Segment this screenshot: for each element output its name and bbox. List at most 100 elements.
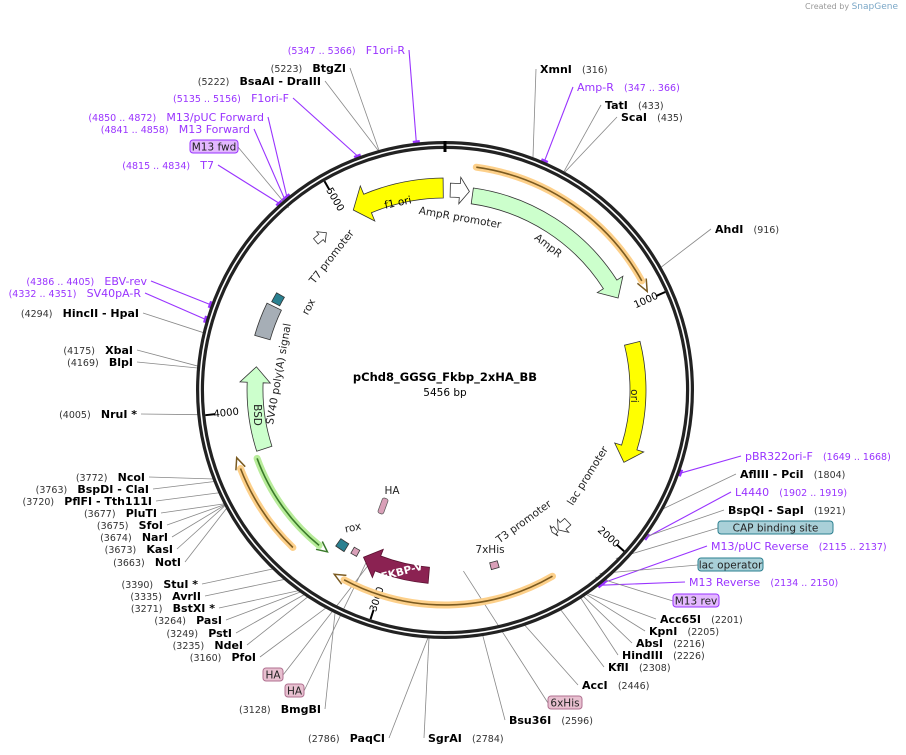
primer-label[interactable]: M13/pUC Reverse (2115 .. 2137) [711, 535, 887, 554]
feature-label: AmpR promoter [418, 205, 503, 231]
restriction-site-label[interactable]: (3249) PstI [166, 622, 232, 641]
restriction-site-label[interactable]: (3663) NotI [113, 551, 181, 570]
restriction-site-label[interactable]: (3235) NdeI [173, 634, 243, 653]
restriction-site-label[interactable]: KflI (2308) [608, 656, 671, 675]
site-position: (4169) [67, 358, 99, 369]
site-position: (347 .. 366) [624, 83, 680, 94]
spacer [608, 674, 618, 693]
feature-box[interactable] [697, 557, 764, 572]
feature-t3-promoter[interactable] [549, 525, 559, 537]
primer-label[interactable]: pBR322ori-F (1649 .. 1668) [745, 445, 891, 464]
restriction-site-label[interactable]: (2786) PaqCI [308, 727, 385, 746]
site-leader-line [579, 596, 619, 656]
feature-box-label: lac operator [699, 560, 763, 572]
restriction-site-label[interactable]: (4169) BlpI [67, 351, 133, 370]
feature-bsd[interactable] [239, 366, 273, 452]
restriction-site-label[interactable]: (3763) BspDI - ClaI [36, 478, 149, 497]
site-position: (2115 .. 2137) [819, 542, 887, 553]
primer-label[interactable]: (4386 .. 4405) EBV-rev [26, 270, 147, 289]
feature-box[interactable] [284, 683, 305, 698]
primer-binding-mark [597, 582, 605, 589]
restriction-site-label[interactable]: KpnI (2205) [649, 620, 719, 639]
restriction-site-label[interactable]: AbsI (2216) [636, 632, 705, 651]
restriction-site-label[interactable]: AccI (2446) [582, 674, 649, 693]
primer-label[interactable]: L4440 (1902 .. 1919) [735, 481, 847, 500]
green-orf-arc[interactable] [256, 458, 320, 547]
feature-t7-promoter[interactable] [312, 231, 327, 245]
restriction-site-label[interactable]: ScaI (435) [621, 106, 683, 125]
site-position: (5223) [271, 64, 303, 75]
site-position: (3675) [97, 521, 129, 532]
site-leader-line [218, 589, 301, 609]
orf-arc-top[interactable] [476, 166, 643, 282]
feature-ampr[interactable] [470, 187, 624, 299]
feature-box[interactable] [189, 139, 239, 154]
feature-ampr-promoter[interactable] [449, 176, 470, 205]
spacer [153, 573, 163, 592]
restriction-site-label[interactable]: SgrAI (2784) [428, 727, 504, 746]
feature-f1-ori[interactable] [352, 177, 444, 222]
feature-7xhis[interactable] [489, 560, 500, 571]
feature-sv40-poly-a-signal[interactable] [254, 302, 282, 341]
feature-box[interactable] [262, 667, 284, 682]
restriction-site-label[interactable]: (3677) PluTI [84, 502, 157, 521]
primer-label[interactable]: Amp-R (347 .. 366) [577, 76, 680, 95]
restriction-site-label[interactable]: (3264) PasI [154, 609, 222, 628]
restriction-site-label[interactable]: BspQI - SapI (1921) [728, 499, 846, 518]
site-position: (5222) [198, 77, 230, 88]
site-leader-line [201, 568, 275, 585]
feature-box[interactable] [717, 520, 834, 535]
restriction-site-label[interactable]: Bsu36I (2596) [509, 709, 593, 728]
feature-box[interactable] [672, 593, 720, 608]
feature-fkbp-v[interactable] [362, 548, 430, 584]
primer-label[interactable]: (4332 .. 4351) SV40pA-R [9, 282, 142, 301]
site-name: NruI * [101, 408, 137, 421]
restriction-site-label[interactable]: TatI (433) [605, 94, 664, 113]
site-position: (3235) [173, 641, 205, 652]
primer-label[interactable]: (4815 .. 4834) T7 [122, 154, 214, 173]
restriction-site-label[interactable]: (4005) NruI * [59, 403, 137, 422]
feature-ha[interactable] [350, 546, 361, 557]
feature-ha-inner[interactable] [377, 497, 389, 515]
restriction-site-label[interactable]: (3674) NarI [100, 526, 168, 545]
site-position: (3772) [76, 473, 108, 484]
restriction-site-label[interactable]: AhdI (916) [715, 218, 779, 237]
restriction-site-label[interactable]: (5223) BtgZI [271, 57, 346, 76]
spacer [229, 70, 239, 89]
feature-ori[interactable] [613, 340, 647, 463]
restriction-site-label[interactable]: (3675) SfoI [97, 514, 163, 533]
orf-arc-bottom[interactable] [343, 575, 553, 606]
restriction-site-label[interactable]: (3128) BmgBI [239, 698, 321, 717]
restriction-site-label[interactable]: (3335) AvrII [130, 585, 201, 604]
restriction-site-label[interactable]: HindIII (2226) [622, 644, 705, 663]
restriction-site-label[interactable]: (3720) PflFI - Tth111I [23, 490, 152, 509]
primer-label[interactable]: (5347 .. 5366) F1ori-R [288, 39, 406, 58]
restriction-site-label[interactable]: AflIII - PciI (1804) [740, 463, 845, 482]
feature-lac-promoter[interactable] [557, 517, 572, 533]
restriction-site-label[interactable]: (3160) PfoI [190, 646, 256, 665]
primer-label[interactable]: (5135 .. 5156) F1ori-F [173, 87, 289, 106]
restriction-site-label[interactable]: (3271) BstXI * [131, 597, 215, 616]
feature-rox[interactable] [271, 292, 285, 307]
site-name: BspQI - SapI [728, 504, 804, 517]
primer-label[interactable]: M13 Reverse (2134 .. 2150) [689, 571, 838, 590]
restriction-site-label[interactable]: XmnI (316) [540, 58, 608, 77]
feature-label: rox [300, 297, 318, 317]
site-leader-line [136, 361, 200, 369]
restriction-site-label[interactable]: (4294) HincII - HpaI [21, 302, 139, 321]
site-name: L4440 [735, 486, 769, 499]
primer-label[interactable]: (4850 .. 4872) M13/pUC Forward [88, 106, 264, 125]
restriction-site-label[interactable]: (3772) NcoI [76, 466, 145, 485]
site-name: SgrAI [428, 732, 462, 745]
primer-label[interactable]: (4841 .. 4858) M13 Forward [101, 118, 250, 137]
tick-label: 5000 [323, 186, 345, 214]
restriction-site-label[interactable]: Acc65I (2201) [660, 608, 743, 627]
restriction-site-label[interactable]: (5222) BsaAI - DraIII [198, 70, 321, 89]
restriction-site-label[interactable]: (3673) KasI [105, 538, 173, 557]
feature-box[interactable] [547, 695, 583, 710]
site-leader-line [160, 503, 226, 514]
orf-arc-left[interactable] [239, 468, 294, 549]
feature-rox[interactable] [335, 538, 350, 553]
restriction-site-label[interactable]: (3390) StuI * [122, 573, 199, 592]
restriction-site-label[interactable]: (4175) XbaI [63, 339, 133, 358]
